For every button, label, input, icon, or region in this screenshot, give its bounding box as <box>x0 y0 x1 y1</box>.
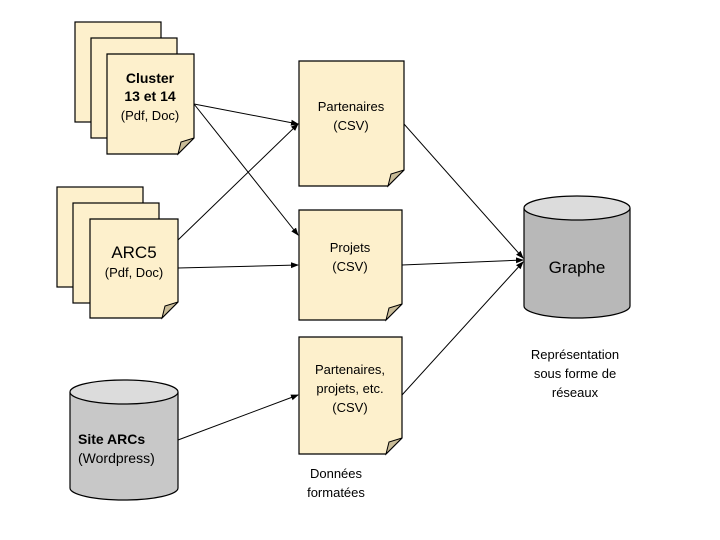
arc5-title: ARC5 <box>111 243 156 262</box>
cluster-doc-front <box>106 53 195 155</box>
graph-cylinder-body <box>523 208 631 319</box>
projets-title: Projets <box>330 240 371 255</box>
graph-title: Graphe <box>549 258 606 277</box>
mixed-subtitle: projets, etc. <box>316 381 383 396</box>
partenaires-csv-node[interactable]: Partenaires (CSV) <box>298 60 405 188</box>
mixed-title: Partenaires, <box>315 362 385 377</box>
page-fold-icon <box>161 301 179 320</box>
edge-mixed-to-graph <box>401 261 524 396</box>
page-fold-icon <box>385 437 403 456</box>
arc5-format: (Pdf, Doc) <box>105 265 164 280</box>
partenaires-format: (CSV) <box>333 118 368 133</box>
graph-caption-line2: sous forme de <box>534 366 616 381</box>
page-fold-icon <box>387 169 405 188</box>
edge-partenaires-to-graph <box>403 123 524 259</box>
cluster-documents-node[interactable]: Cluster 13 et 14 (Pdf, Doc) <box>74 21 195 156</box>
graph-database-node[interactable]: Graphe <box>523 195 631 319</box>
mixed-csv-node[interactable]: Partenaires, projets, etc. (CSV) <box>298 336 403 456</box>
graph-caption: Représentation sous forme de réseaux <box>531 347 619 400</box>
edge-projets-to-graph <box>401 257 524 266</box>
site-cylinder-top <box>69 379 179 405</box>
page-fold-icon <box>385 303 403 322</box>
formatted-caption-line2: formatées <box>307 485 365 500</box>
graph-cylinder-top <box>523 195 631 221</box>
site-platform: (Wordpress) <box>78 450 155 466</box>
cluster-subtitle: 13 et 14 <box>124 88 176 104</box>
formatted-data-caption: Données formatées <box>307 466 365 500</box>
graph-caption-line1: Représentation <box>531 347 619 362</box>
site-title: Site ARCs <box>78 431 145 447</box>
formatted-caption-line1: Données <box>310 466 363 481</box>
site-cylinder-body <box>69 392 179 501</box>
edge-site-to-mixed <box>177 394 299 441</box>
projets-csv-node[interactable]: Projets (CSV) <box>298 209 403 322</box>
partenaires-title: Partenaires <box>318 99 385 114</box>
edge-cluster-to-partenaires <box>193 103 299 126</box>
edges <box>177 103 524 441</box>
cluster-title: Cluster <box>126 70 175 86</box>
graph-caption-line3: réseaux <box>552 385 599 400</box>
site-arcs-database-node[interactable]: Site ARCs (Wordpress) <box>69 379 179 501</box>
arc5-documents-node[interactable]: ARC5 (Pdf, Doc) <box>56 186 179 320</box>
page-fold-icon <box>177 137 195 156</box>
projets-format: (CSV) <box>332 259 367 274</box>
mixed-format: (CSV) <box>332 400 367 415</box>
edge-arc5-to-partenaires <box>177 123 299 241</box>
edge-cluster-to-projets <box>193 103 299 236</box>
cluster-format: (Pdf, Doc) <box>121 108 180 123</box>
edge-arc5-to-projets <box>177 262 299 269</box>
